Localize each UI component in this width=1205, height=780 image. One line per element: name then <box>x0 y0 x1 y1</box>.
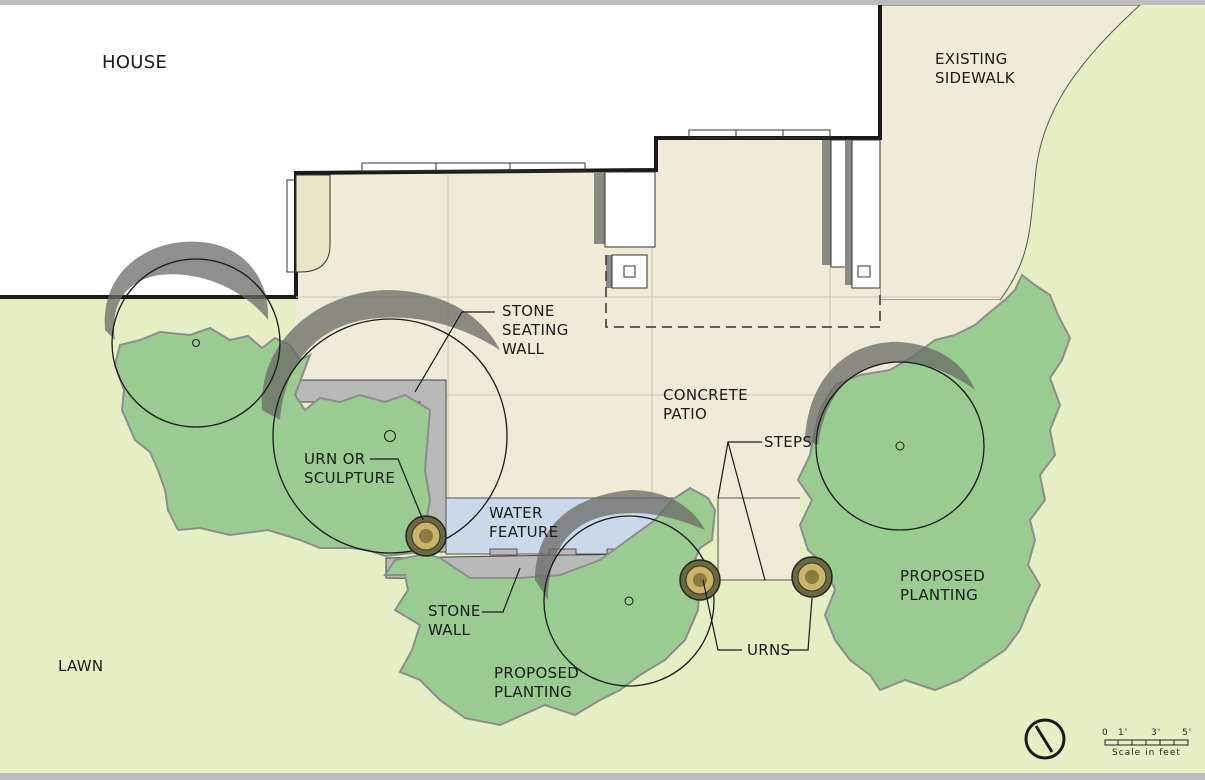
scale-tick-5: 5' <box>1182 728 1193 738</box>
tree-canopies <box>111 258 985 687</box>
scale-tick-1: 1' <box>1118 728 1129 738</box>
label-house: HOUSE <box>102 52 168 73</box>
rounded-step <box>295 174 331 273</box>
column-shadow-1 <box>594 172 606 244</box>
label-urn-or-sculpture: URN OR SCULPTURE <box>304 450 396 487</box>
column-shadow-3 <box>845 140 853 285</box>
label-proposed-planting-right: PROPOSED PLANTING <box>900 567 986 604</box>
leader-lines <box>370 311 813 651</box>
label-existing-sidewalk: EXISTING SIDEWALK <box>935 50 1015 87</box>
scale-bar <box>1104 739 1189 746</box>
tree-canopy-4 <box>815 361 985 531</box>
top-border <box>0 0 1205 5</box>
column-shadow-2 <box>822 140 832 265</box>
tree-canopy-3 <box>543 515 715 687</box>
overhead-structure-dashed <box>605 255 881 328</box>
label-lawn: LAWN <box>58 657 104 675</box>
tree-trunks <box>192 339 905 606</box>
existing-sidewalk <box>879 4 1142 301</box>
urns <box>405 515 833 601</box>
label-water-feature: WATER FEATURE <box>489 504 559 541</box>
pier-cap <box>623 265 636 278</box>
north-arrow <box>1024 718 1066 760</box>
column-1 <box>604 171 656 248</box>
pier <box>611 254 648 289</box>
label-urns: URNS <box>747 641 791 659</box>
label-proposed-planting-center: PROPOSED PLANTING <box>494 664 580 701</box>
tree-canopy-2 <box>272 318 508 554</box>
label-concrete-patio: CONCRETE PATIO <box>663 386 748 423</box>
label-steps: STEPS <box>764 433 813 451</box>
column-3 <box>851 139 881 289</box>
tree-canopy-1 <box>111 258 281 428</box>
pier-shadow <box>606 255 614 288</box>
house <box>0 5 880 297</box>
scale-caption: Scale in feet <box>1112 748 1181 758</box>
label-stone-seating-wall: STONE SEATING WALL <box>502 302 569 358</box>
house-windows <box>286 129 831 273</box>
planting-bed-right <box>796 273 1072 692</box>
label-stone-wall: STONE WALL <box>428 602 481 639</box>
scale-tick-3: 3' <box>1151 728 1162 738</box>
post-cap <box>857 265 871 278</box>
bottom-border <box>0 773 1205 780</box>
steps <box>717 497 800 581</box>
tree-shadows <box>104 241 975 600</box>
scale-tick-0: 0 <box>1102 728 1109 738</box>
